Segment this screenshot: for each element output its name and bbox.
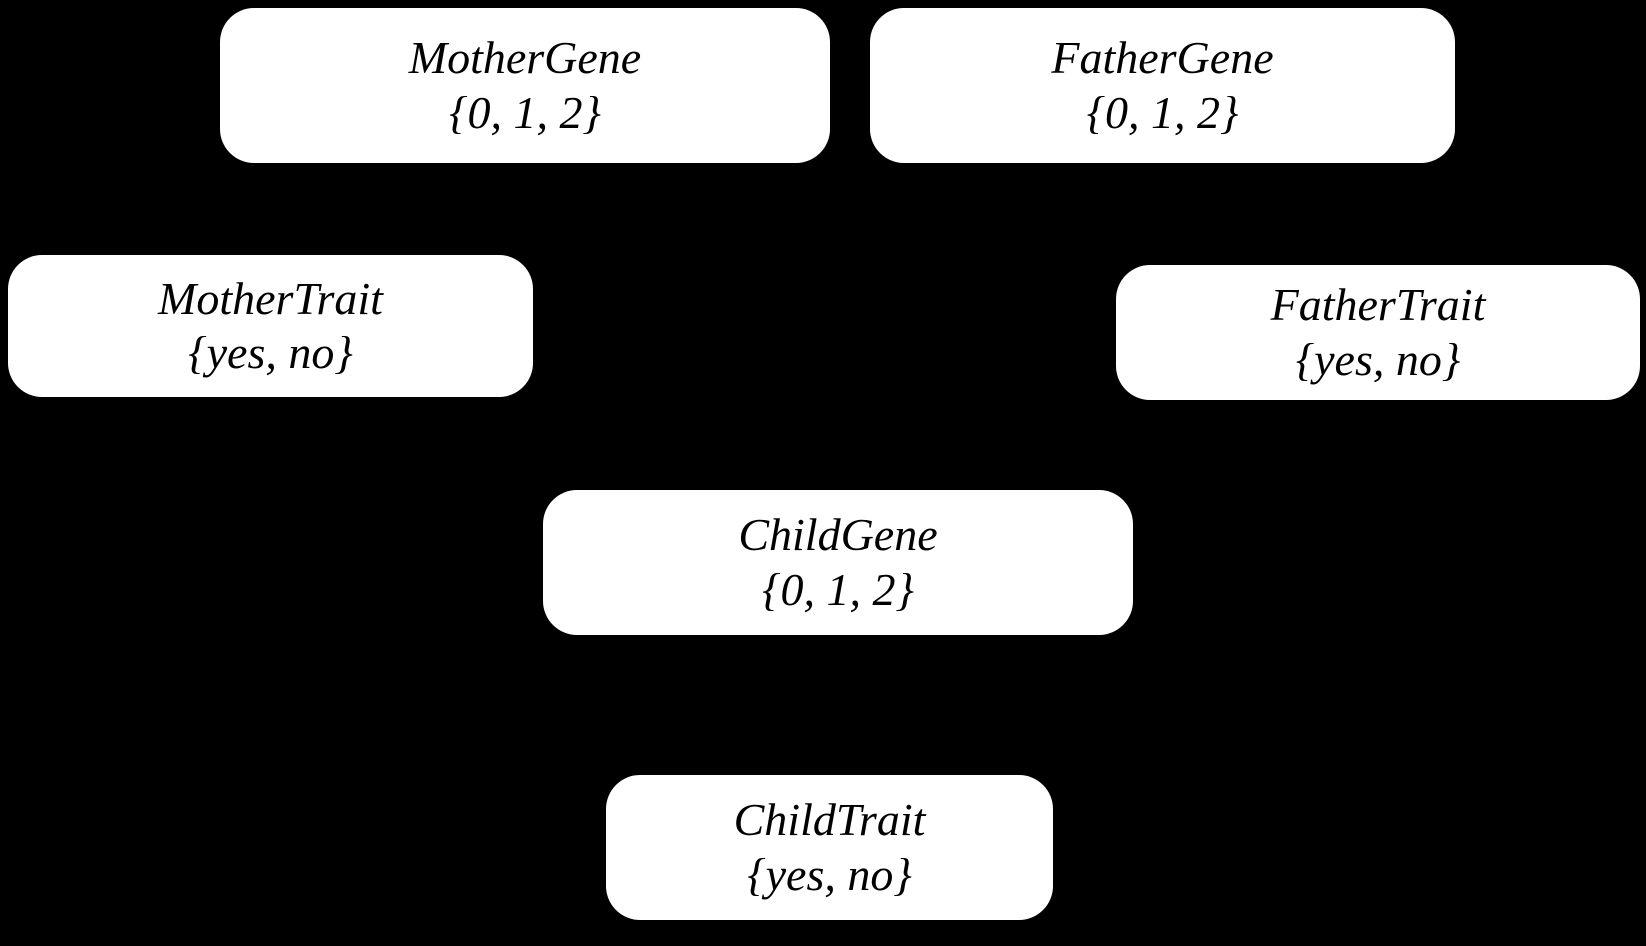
node-mother-gene[interactable]: MotherGene {0, 1, 2} bbox=[220, 8, 830, 163]
node-mother-trait-domain: {yes, no} bbox=[188, 327, 353, 378]
node-child-gene[interactable]: ChildGene {0, 1, 2} bbox=[543, 490, 1133, 635]
node-father-gene[interactable]: FatherGene {0, 1, 2} bbox=[870, 8, 1455, 163]
node-child-trait-domain: {yes, no} bbox=[747, 848, 912, 900]
node-father-gene-domain: {0, 1, 2} bbox=[1086, 86, 1239, 138]
node-child-trait[interactable]: ChildTrait {yes, no} bbox=[606, 775, 1053, 920]
node-father-gene-label: FatherGene bbox=[1051, 32, 1274, 84]
node-child-trait-label: ChildTrait bbox=[733, 794, 926, 846]
node-mother-trait-label: MotherTrait bbox=[158, 272, 383, 324]
node-father-trait-label: FatherTrait bbox=[1270, 279, 1486, 331]
node-father-trait[interactable]: FatherTrait {yes, no} bbox=[1116, 265, 1640, 400]
node-father-trait-domain: {yes, no} bbox=[1295, 333, 1461, 385]
node-child-gene-label: ChildGene bbox=[738, 509, 938, 561]
node-mother-trait[interactable]: MotherTrait {yes, no} bbox=[8, 255, 533, 397]
node-mother-gene-label: MotherGene bbox=[408, 32, 642, 84]
node-child-gene-domain: {0, 1, 2} bbox=[762, 563, 914, 615]
node-mother-gene-domain: {0, 1, 2} bbox=[449, 86, 601, 138]
